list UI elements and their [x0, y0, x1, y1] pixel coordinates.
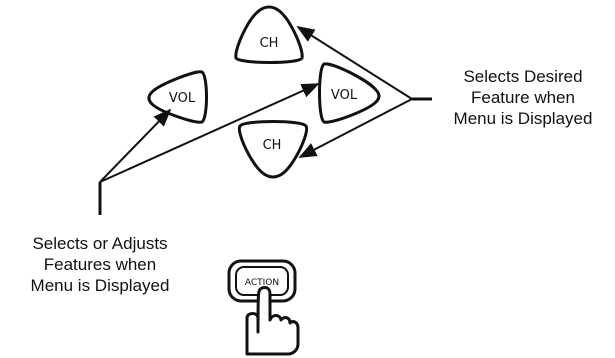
vol-left-button[interactable]: VOL: [147, 70, 208, 124]
callout-selects-desired-feature: Selects Desired Feature when Menu is Dis…: [428, 66, 615, 129]
vol-pointer-lines: [98, 83, 320, 215]
ch-up-button[interactable]: CH: [234, 5, 304, 64]
callout-selects-or-adjusts-features: Selects or Adjusts Features when Menu is…: [5, 233, 195, 296]
callout-left-line-3: Menu is Displayed: [30, 276, 170, 295]
callout-right-line-3: Menu is Displayed: [453, 109, 593, 128]
callout-left-line-2: Features when: [43, 255, 157, 274]
vol-left-label: VOL: [169, 91, 196, 106]
vol-right-button[interactable]: VOL: [318, 62, 381, 124]
callout-right-line-1: Selects Desired: [463, 67, 583, 86]
vol-right-label: VOL: [331, 88, 358, 103]
action-label: ACTION: [245, 278, 279, 288]
pointing-hand-icon: [245, 286, 300, 356]
callout-right-line-2: Feature when: [471, 88, 575, 107]
ch-down-label: CH: [263, 138, 282, 153]
ch-pointer-lines: [296, 26, 432, 158]
ch-down-button[interactable]: CH: [237, 120, 309, 179]
callout-left-line-1: Selects or Adjusts: [32, 234, 168, 253]
ch-up-label: CH: [260, 36, 279, 51]
